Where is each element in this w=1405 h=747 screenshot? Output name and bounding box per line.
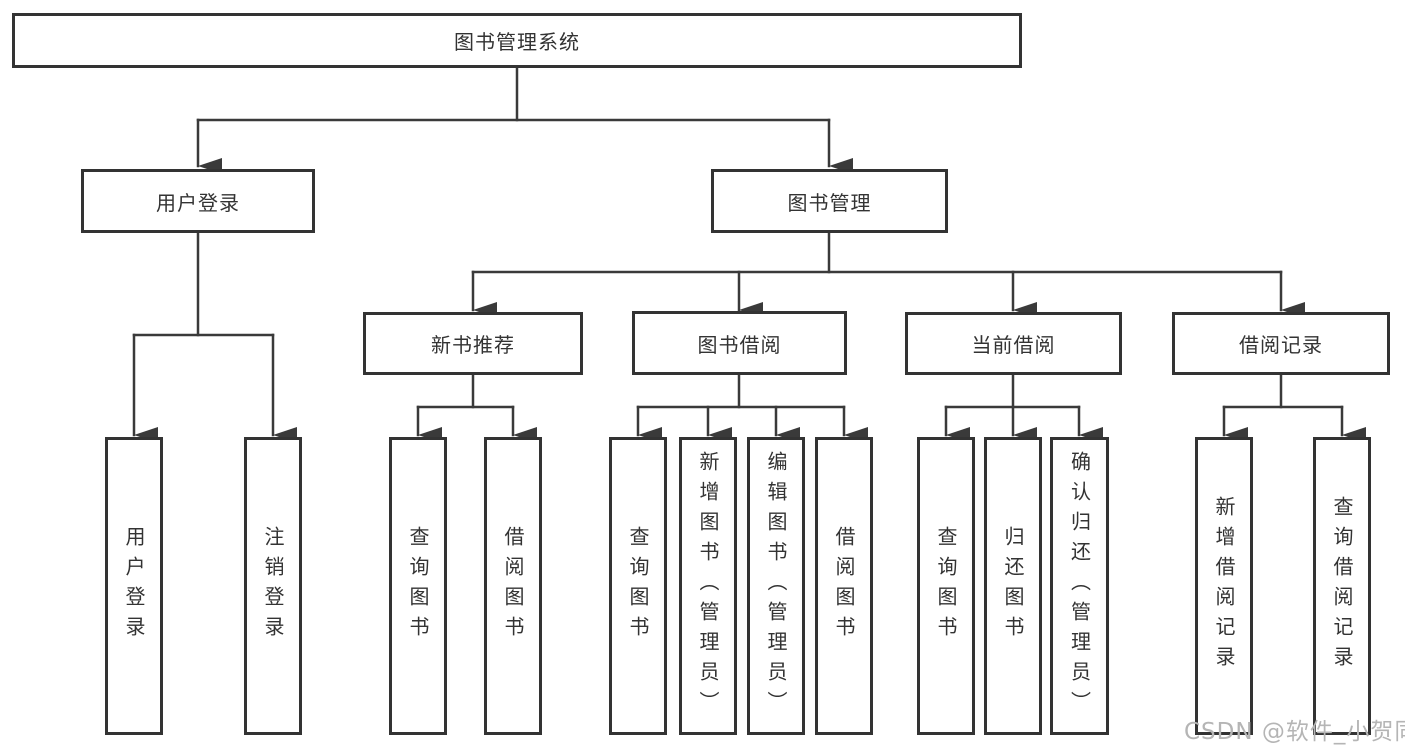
leaf-borrow-add-books-admin: 新增图书（管理员） (679, 437, 737, 735)
leaf-current-return-books: 归还图书 (984, 437, 1042, 735)
leaf-records-add-record: 新增借阅记录 (1195, 437, 1253, 735)
node-user-login-group: 用户登录 (81, 169, 315, 233)
node-current-borrow: 当前借阅 (905, 312, 1122, 375)
leaf-borrow-query-books: 查询图书 (609, 437, 667, 735)
leaf-user-login: 用户登录 (105, 437, 163, 735)
leaf-recommend-borrow-books: 借阅图书 (484, 437, 542, 735)
leaf-logout: 注销登录 (244, 437, 302, 735)
node-root: 图书管理系统 (12, 13, 1022, 68)
leaf-current-query-books: 查询图书 (917, 437, 975, 735)
node-book-borrow: 图书借阅 (632, 311, 847, 375)
leaf-records-query-record: 查询借阅记录 (1313, 437, 1371, 735)
leaf-recommend-query-books: 查询图书 (389, 437, 447, 735)
leaf-borrow-edit-books-admin: 编辑图书（管理员） (747, 437, 805, 735)
csdn-watermark: CSDN @软件_小贺同学 (1184, 719, 1405, 745)
leaf-borrow-borrow-books: 借阅图书 (815, 437, 873, 735)
leaf-current-confirm-return-admin: 确认归还（管理员） (1050, 437, 1109, 735)
node-borrow-records: 借阅记录 (1172, 312, 1390, 375)
node-new-book-recommend: 新书推荐 (363, 312, 583, 375)
node-book-management-group: 图书管理 (711, 169, 948, 233)
